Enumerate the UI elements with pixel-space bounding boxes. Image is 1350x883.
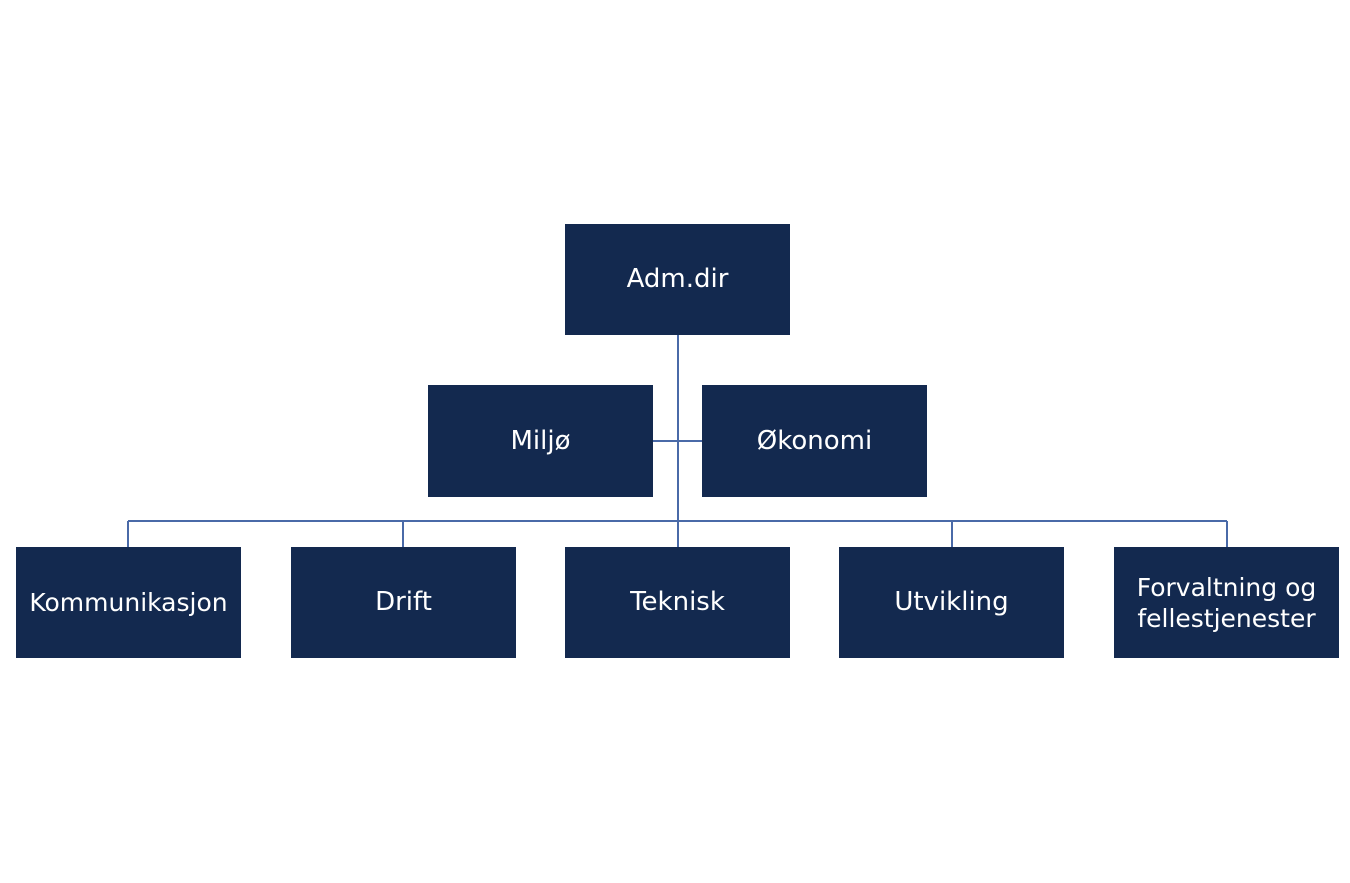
- org-node-root: Adm.dir: [565, 224, 790, 335]
- org-node-department: Utvikling: [839, 547, 1064, 658]
- org-node-label: Drift: [375, 587, 432, 617]
- org-node-department: Teknisk: [565, 547, 790, 658]
- org-node-department: Kommunikasjon: [16, 547, 241, 658]
- org-node-department: Drift: [291, 547, 516, 658]
- org-node-label: Utvikling: [894, 587, 1009, 617]
- org-node-label: Miljø: [510, 425, 571, 456]
- org-node-assistant: Økonomi: [702, 385, 927, 497]
- org-node-label: Kommunikasjon: [29, 588, 228, 617]
- org-node-label: Adm.dir: [626, 264, 729, 294]
- org-node-assistant: Miljø: [428, 385, 653, 497]
- org-node-department: Forvaltning og fellestjenester: [1114, 547, 1339, 658]
- org-node-label: Teknisk: [630, 587, 725, 617]
- org-node-label: Forvaltning og fellestjenester: [1136, 572, 1317, 633]
- org-node-label: Økonomi: [756, 425, 873, 456]
